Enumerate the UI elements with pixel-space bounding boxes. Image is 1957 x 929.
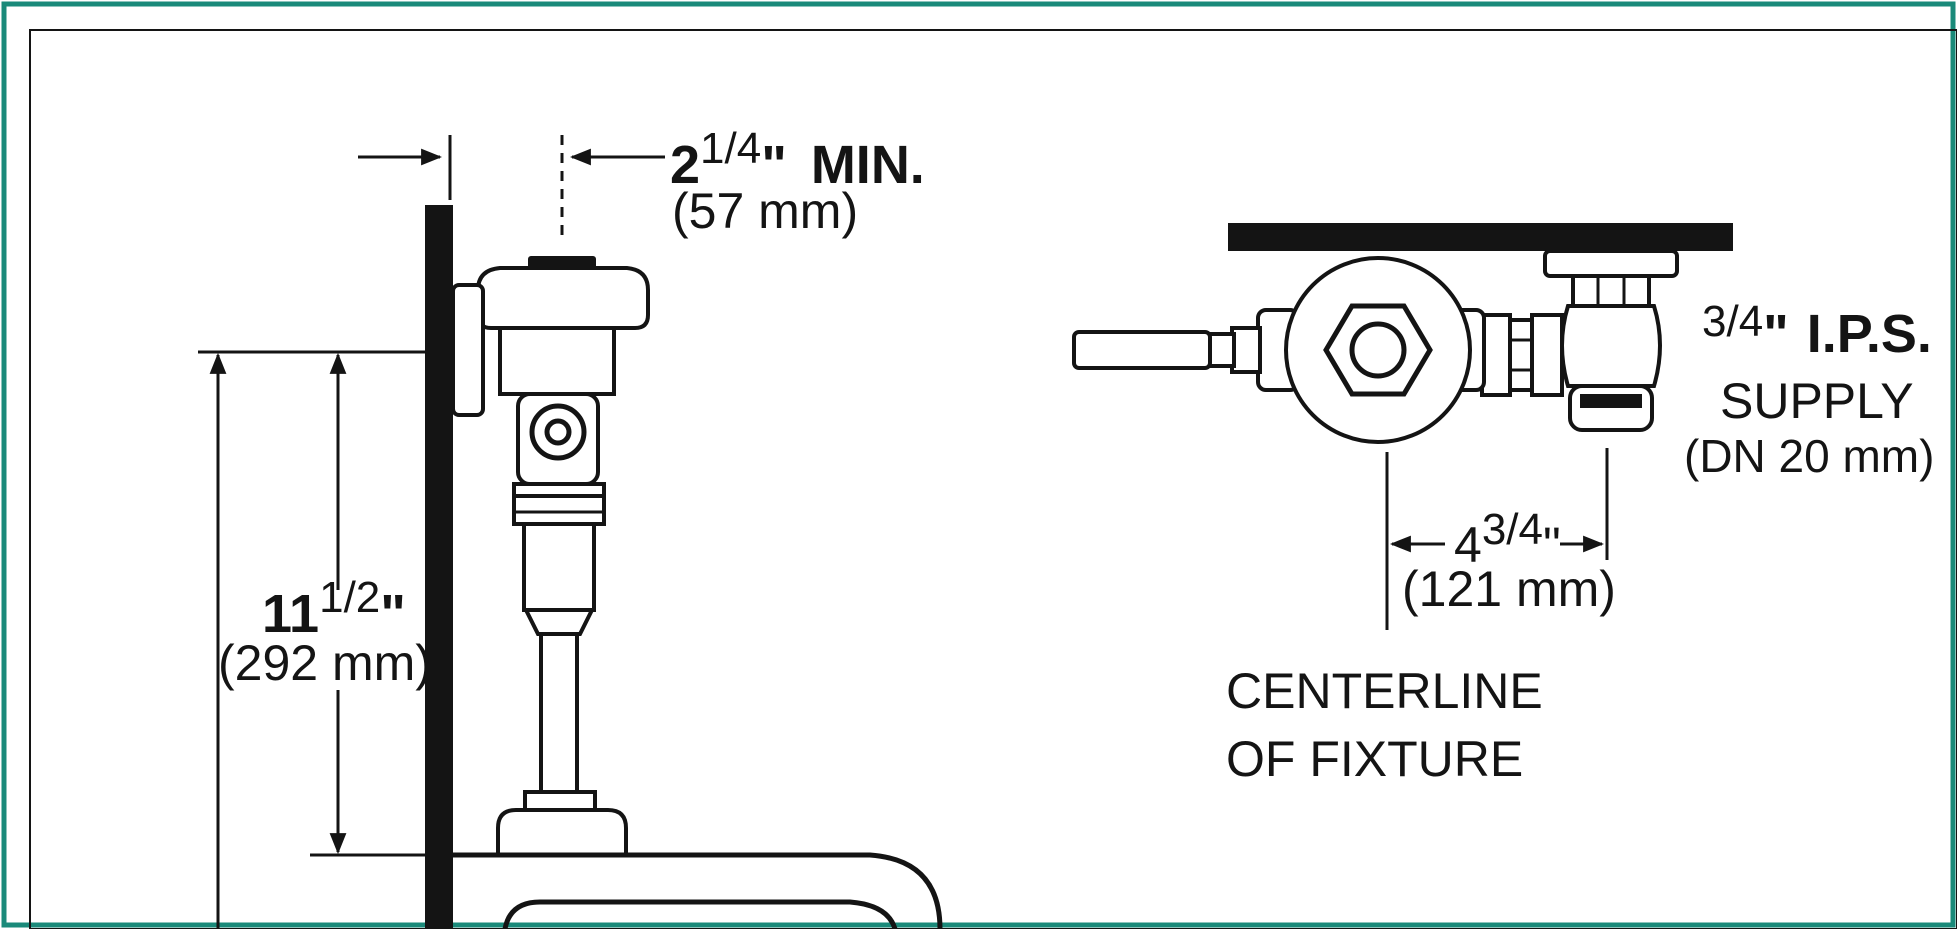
coupling-left xyxy=(1480,313,1512,397)
supply-inch: " xyxy=(1763,304,1789,364)
top-view xyxy=(1072,223,1733,630)
inner-border xyxy=(29,29,1957,929)
supply-line2: SUPPLY xyxy=(1720,373,1914,429)
height-whole: 11 xyxy=(262,584,319,644)
clearance-metric: (57 mm) xyxy=(672,183,858,239)
fixture-inner xyxy=(502,899,898,929)
valve-dome xyxy=(476,266,650,330)
spud-flange xyxy=(496,808,628,855)
centerline-label-1: CENTERLINE xyxy=(1226,663,1543,719)
flush-tube xyxy=(539,632,579,794)
valve-inlet-stub xyxy=(451,283,485,417)
height-fraction: 1/2 xyxy=(319,573,380,622)
fixture-outline xyxy=(453,852,943,929)
offset-inch: " xyxy=(1543,517,1561,573)
supply-type: I.P.S. xyxy=(1807,304,1932,364)
tailpiece-sleeve xyxy=(522,522,596,612)
centerline-label-2: OF FIXTURE xyxy=(1226,731,1523,787)
offset-fraction: 3/4 xyxy=(1482,505,1543,554)
tailpiece-taper xyxy=(522,608,596,636)
supply-nut xyxy=(1571,274,1651,308)
supply-stop-body xyxy=(1560,304,1662,388)
handle-socket xyxy=(1230,326,1262,374)
clearance-whole: 2 xyxy=(670,135,700,195)
coupling-nut xyxy=(512,482,606,526)
side-view xyxy=(198,135,943,929)
height-metric: (292 mm) xyxy=(218,635,432,691)
offset-metric: (121 mm) xyxy=(1402,561,1616,617)
offset-whole: 4 xyxy=(1454,517,1482,573)
supply-line3: (DN 20 mm) xyxy=(1684,430,1934,482)
control-stop-nut-inner xyxy=(544,418,572,446)
clearance-min: MIN. xyxy=(811,135,925,195)
valve-body xyxy=(498,326,616,396)
clearance-fraction: 1/4 xyxy=(700,124,761,173)
height-inch: " xyxy=(380,584,406,644)
supply-flange xyxy=(1543,249,1679,278)
clearance-inch: " xyxy=(761,135,787,195)
supply-fraction: 3/4 xyxy=(1702,297,1763,346)
supply-cap-slot xyxy=(1580,394,1642,408)
supply-size-label: 3/4" I.P.S. xyxy=(1702,297,1932,364)
spud-nut xyxy=(523,790,597,812)
hex-nut-center xyxy=(1349,321,1407,379)
wall xyxy=(425,205,453,929)
top-wall xyxy=(1228,223,1733,251)
handle-lever xyxy=(1072,330,1212,370)
coupling-right xyxy=(1530,313,1564,397)
clearance-label: 21/4" MIN. xyxy=(670,124,925,195)
coupling-mid xyxy=(1508,318,1534,392)
offset-label: 43/4" xyxy=(1454,505,1561,573)
height-label: 111/2" xyxy=(262,573,406,644)
